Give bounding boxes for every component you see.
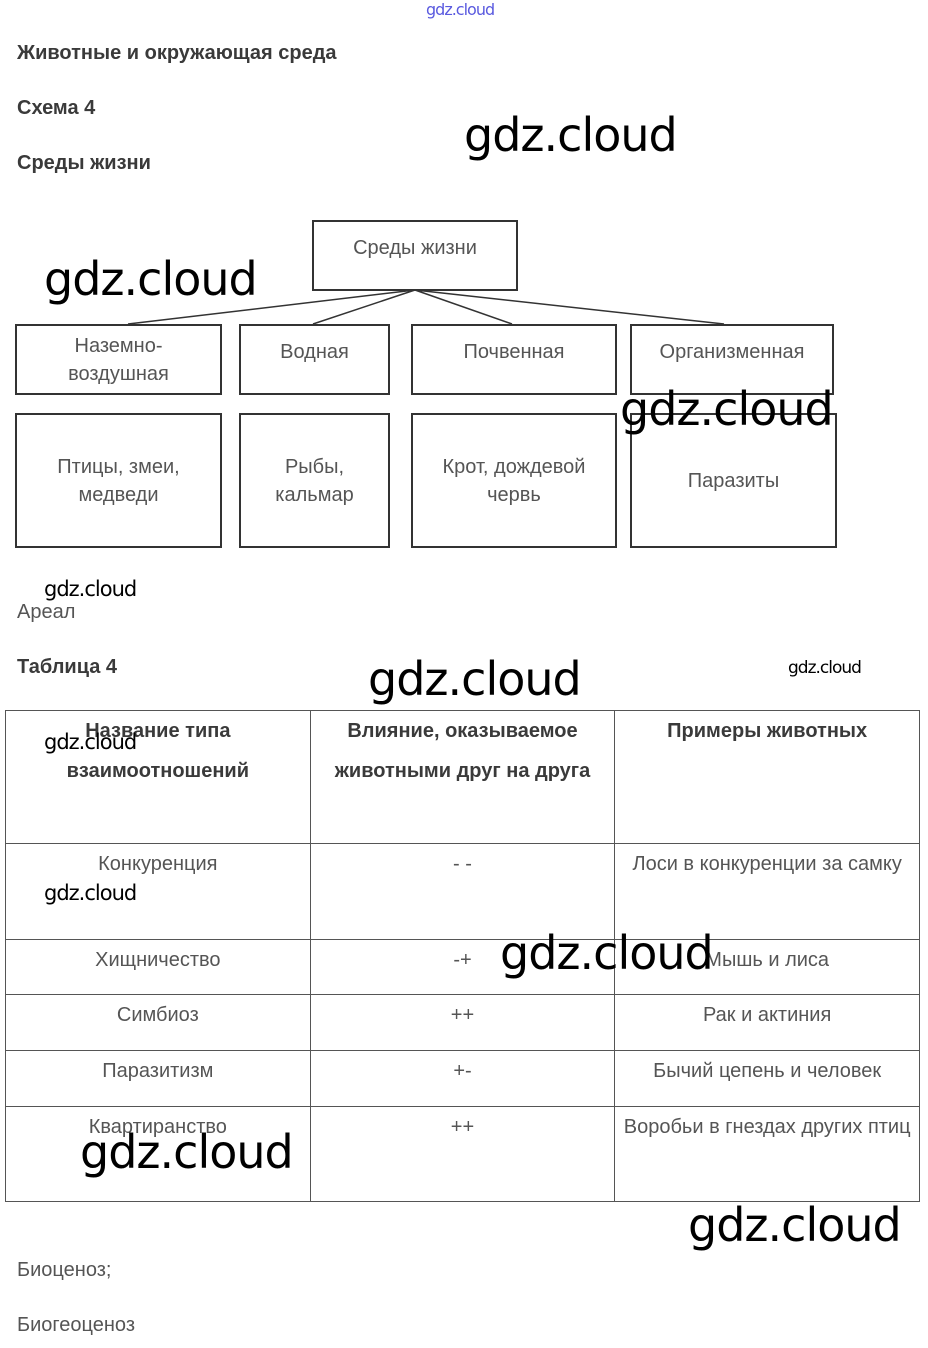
areal-text: Ареал bbox=[17, 601, 76, 623]
table-row: Паразитизм +- Бычий цепень и человек bbox=[5, 1050, 920, 1107]
watermark: gdz.cloud bbox=[788, 658, 862, 678]
connector-line bbox=[414, 289, 725, 325]
category-box: Организменная bbox=[630, 324, 834, 395]
watermark: gdz.cloud bbox=[44, 730, 137, 754]
cell: Хищничество bbox=[5, 939, 311, 995]
table-label: Таблица 4 bbox=[17, 656, 118, 678]
cell: +- bbox=[309, 1050, 616, 1107]
watermark: gdz.cloud bbox=[80, 1125, 294, 1179]
example-box: Крот, дождевой червь bbox=[411, 413, 617, 548]
scheme-label: Схема 4 bbox=[17, 97, 96, 119]
cell: Лоси в конкуренции за самку bbox=[614, 843, 920, 940]
cell: Квартиранство bbox=[5, 1106, 311, 1202]
biocenosis-text: Биоценоз; bbox=[17, 1259, 112, 1281]
watermark: gdz.cloud bbox=[44, 577, 137, 601]
watermark: gdz.cloud bbox=[44, 252, 258, 306]
watermark: gdz.cloud bbox=[44, 881, 137, 905]
table-header-row: Название типа взаимоотношений Влияние, о… bbox=[5, 710, 920, 844]
watermark: gdz.cloud bbox=[620, 382, 834, 436]
table-row: Хищничество -+ Мышь и лиса bbox=[5, 939, 920, 995]
header-cell: Влияние, оказываемое животными друг на д… bbox=[309, 710, 616, 844]
cell: ++ bbox=[309, 1106, 616, 1202]
example-box: Птицы, змеи, медведи bbox=[15, 413, 222, 548]
connector-line bbox=[414, 289, 513, 325]
table-row: Симбиоз ++ Рак и актиния bbox=[5, 994, 920, 1051]
relations-table: Название типа взаимоотношений Влияние, о… bbox=[5, 710, 920, 1202]
biogeocenosis-text: Биогеоценоз bbox=[17, 1314, 135, 1336]
scheme-title: Среды жизни bbox=[17, 152, 151, 174]
cell: Паразитизм bbox=[5, 1050, 311, 1107]
cell: Симбиоз bbox=[5, 994, 311, 1051]
watermark: gdz.cloud bbox=[688, 1198, 902, 1252]
heading: Животные и окружающая среда bbox=[17, 42, 337, 64]
cell: Мышь и лиса bbox=[614, 939, 920, 995]
connector-line bbox=[127, 289, 416, 325]
category-box: Наземно-воздушная bbox=[15, 324, 222, 395]
watermark: gdz.cloud bbox=[368, 652, 582, 706]
watermark: gdz.cloud bbox=[500, 926, 714, 980]
table-row: Конкуренция - - Лоси в конкуренции за са… bbox=[5, 843, 920, 940]
connector-line bbox=[312, 289, 416, 325]
cell: -+ bbox=[309, 939, 616, 995]
example-box: Рыбы, кальмар bbox=[239, 413, 390, 548]
diagram-root: Среды жизни bbox=[312, 220, 518, 291]
cell: Рак и актиния bbox=[614, 994, 920, 1051]
category-box: Водная bbox=[239, 324, 390, 395]
category-box: Почвенная bbox=[411, 324, 617, 395]
table-row: Квартиранство ++ Воробьи в гнездах други… bbox=[5, 1106, 920, 1202]
cell: ++ bbox=[309, 994, 616, 1051]
header-cell: Примеры животных bbox=[614, 710, 920, 844]
diagram-connectors bbox=[127, 289, 725, 325]
watermark: gdz.cloud bbox=[426, 0, 495, 19]
cell: Бычий цепень и человек bbox=[614, 1050, 920, 1107]
watermark: gdz.cloud bbox=[464, 108, 678, 162]
cell: Воробьи в гнездах других птиц bbox=[614, 1106, 920, 1202]
example-box: Паразиты bbox=[630, 413, 837, 548]
